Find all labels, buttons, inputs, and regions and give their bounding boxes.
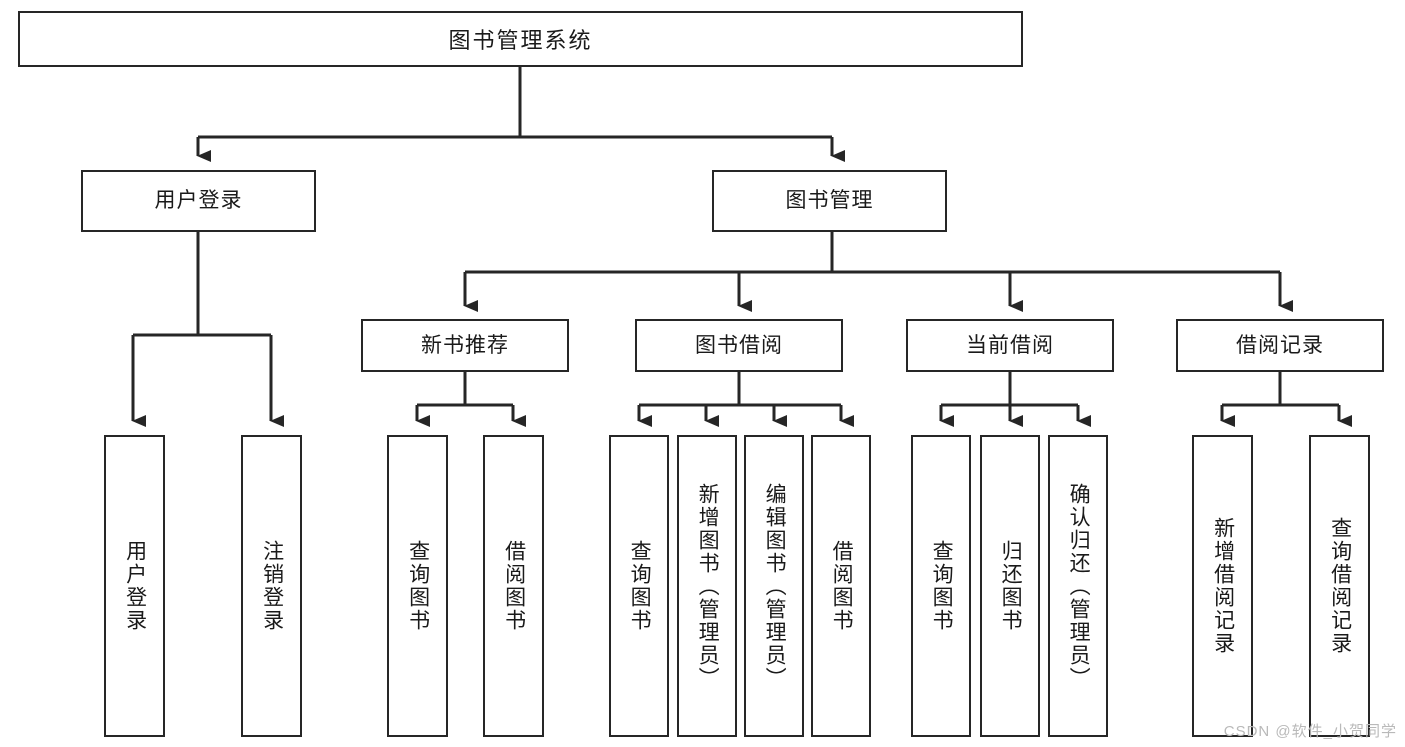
- node-book-management[interactable]: 图书管理: [712, 170, 947, 232]
- node-user-login[interactable]: 用户登录: [81, 170, 316, 232]
- node-leaf-query-book-2[interactable]: 查询图书: [609, 435, 669, 737]
- node-leaf-add-record[interactable]: 新增借阅记录: [1192, 435, 1253, 737]
- node-leaf-confirm-return[interactable]: 确认归还（管理员）: [1048, 435, 1108, 737]
- node-current-borrow[interactable]: 当前借阅: [906, 319, 1114, 372]
- node-leaf-borrow-book-2[interactable]: 借阅图书: [811, 435, 871, 737]
- node-leaf-add-book[interactable]: 新增图书（管理员）: [677, 435, 737, 737]
- watermark: CSDN @软件_小贺同学: [1223, 723, 1397, 740]
- node-leaf-borrow-book-1[interactable]: 借阅图书: [483, 435, 544, 737]
- node-leaf-query-book-3[interactable]: 查询图书: [911, 435, 971, 737]
- node-borrow-record[interactable]: 借阅记录: [1176, 319, 1384, 372]
- node-leaf-edit-book[interactable]: 编辑图书（管理员）: [744, 435, 804, 737]
- node-book-borrow[interactable]: 图书借阅: [635, 319, 843, 372]
- node-leaf-user-logout[interactable]: 注销登录: [241, 435, 302, 737]
- node-leaf-return-book[interactable]: 归还图书: [980, 435, 1040, 737]
- node-leaf-query-book-1[interactable]: 查询图书: [387, 435, 448, 737]
- node-new-book-recommend[interactable]: 新书推荐: [361, 319, 569, 372]
- node-root[interactable]: 图书管理系统: [18, 11, 1023, 67]
- node-leaf-query-record[interactable]: 查询借阅记录: [1309, 435, 1370, 737]
- node-leaf-user-login[interactable]: 用户登录: [104, 435, 165, 737]
